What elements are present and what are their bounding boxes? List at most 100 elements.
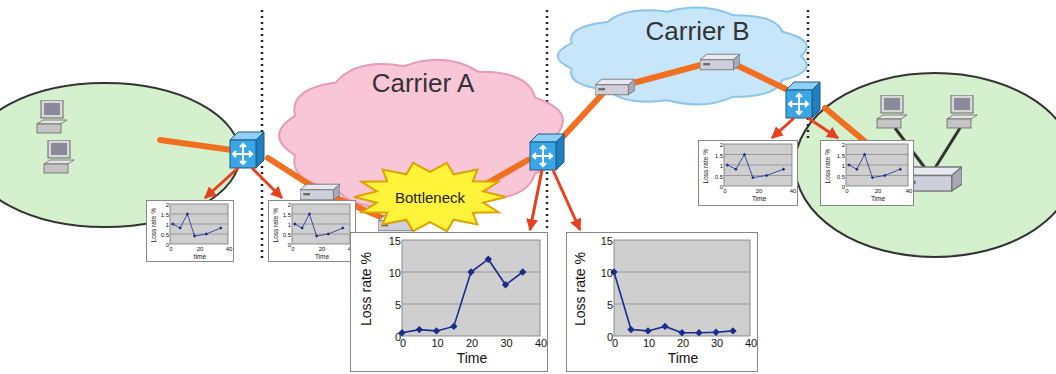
x-tick: 20 [756,188,763,194]
grid-line [170,234,228,235]
data-marker [308,212,311,215]
x-tick: 0 [291,246,294,252]
y-tick: 2 [288,202,291,208]
y-tick: 2 [166,202,169,208]
chart-plot [820,140,914,206]
x-axis-label: Time [315,254,329,261]
data-marker [467,268,474,275]
y-axis-label: Loss rate % [573,252,587,326]
data-marker [644,327,651,334]
x-axis-label: Time [752,196,766,203]
switch-icon [786,82,820,118]
data-marker [327,232,330,235]
x-tick: 30 [500,338,512,349]
cloud-shape [548,0,820,112]
plot-area [724,144,792,186]
plot-area [292,204,350,244]
carrier-name: Carrier B [646,18,750,44]
y-tick: 1 [166,222,169,228]
plot-area [170,204,228,244]
data-marker [416,326,423,333]
y-axis-label: Loss rate % [150,208,157,242]
data-marker [205,232,208,235]
chart-plot [146,200,234,262]
router-icon [300,184,340,200]
loss-series [295,214,343,236]
data-marker [743,153,746,156]
plot-area [614,240,750,336]
y-tick: 5 [395,300,401,311]
grid-line [724,165,792,166]
pc-icon [44,140,74,173]
data-marker [751,176,754,179]
y-tick: 15 [601,236,613,247]
router-icon [378,215,418,231]
y-tick: 1 [720,163,723,169]
x-axis-label: Time [668,351,699,365]
loss-rate-chart: Loss rate %Time00.511.5202040 [268,200,356,262]
loss-rate-chart: Loss rate %Time051015010203040 [350,232,548,372]
y-axis-label: Loss rate % [359,252,373,326]
x-axis-label: Time [871,196,885,203]
chart-plot [698,140,798,206]
grid-line [292,234,350,235]
grid-line [292,214,350,215]
plot-area [402,240,540,336]
x-tick: 40 [906,188,913,194]
lan-wires [895,128,960,168]
x-tick: 40 [790,188,797,194]
cloud-outline [558,8,807,105]
probe-arrows [205,118,838,230]
data-marker [186,212,189,215]
router-icon [700,54,740,70]
y-axis-label: Loss rate % [825,149,832,183]
y-tick: 5 [607,300,613,311]
data-marker [171,222,174,225]
loss-rate-chart: Loss rate %Time00.511.5202040 [820,140,914,206]
y-tick: 0.5 [161,232,169,238]
data-marker [765,174,768,177]
data-marker [855,168,858,171]
carrier-cloud: Carrier B [548,0,820,112]
loss-rate-chart: Loss rate %time00.511.5202040 [146,200,234,262]
data-marker [193,234,196,237]
y-axis-label: Loss rate % [272,208,279,242]
y-tick: 10 [601,268,613,279]
x-tick: 0 [845,188,848,194]
x-tick: 40 [745,338,757,349]
x-tick: 10 [643,338,655,349]
grid-line [170,214,228,215]
loss-series [614,272,733,333]
chart-plot [566,232,758,372]
x-tick: 0 [169,246,172,252]
x-tick: 30 [711,338,723,349]
y-tick: 2 [720,142,723,148]
loss-rate-chart: Loss rate %Time00.511.5202040 [698,140,798,206]
data-marker [712,329,719,336]
x-tick: 20 [319,246,326,252]
x-tick: 40 [226,246,233,252]
y-tick: 1.5 [283,212,291,218]
data-marker [782,168,785,171]
switch-icon [530,134,564,170]
x-tick: 0 [400,338,406,349]
data-marker [734,168,737,171]
data-marker [450,323,457,330]
data-marker [883,174,886,177]
router-icon [900,167,962,191]
data-marker [726,163,729,166]
loss-series [402,259,523,333]
y-tick: 0.5 [715,174,723,180]
y-tick: 0 [288,242,291,248]
data-marker [519,268,526,275]
y-tick: 15 [389,236,401,247]
data-marker [729,327,736,334]
y-tick: 1.5 [715,153,723,159]
loss-series [849,155,900,178]
links [160,62,905,222]
data-marker [485,256,492,263]
x-tick: 40 [535,338,547,349]
burst-outline [354,163,506,231]
data-marker [863,153,866,156]
